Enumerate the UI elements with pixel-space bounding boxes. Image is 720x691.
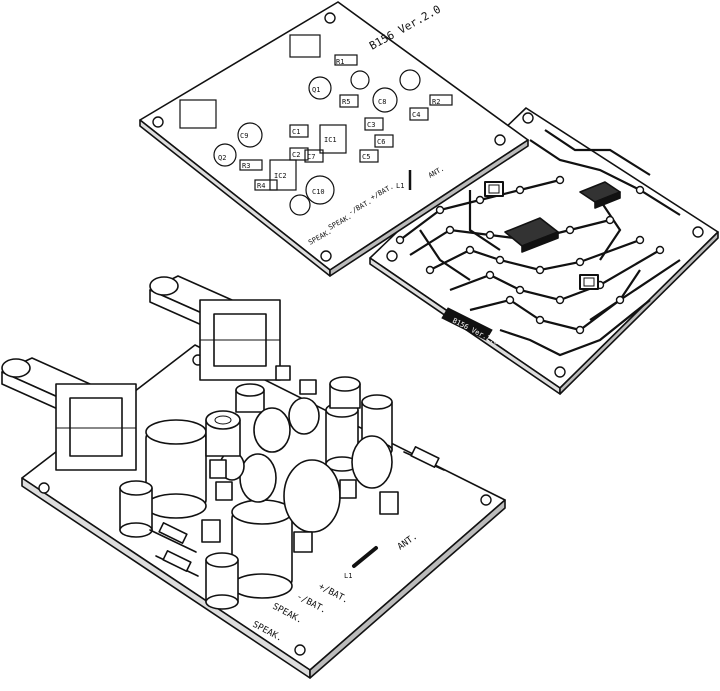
silkscreen-title: B156 Ver.2.0 (367, 3, 443, 53)
capacitor-small-6 (235, 383, 265, 413)
ferrite-coil (205, 410, 241, 457)
resistor-1 (149, 522, 197, 553)
silk-part-labels: R1 R2 R3 R4 R5 C1 C2 C3 C4 C5 C6 C7 C8 C… (218, 58, 440, 196)
silk-label-c1: C1 (292, 128, 300, 136)
potentiometer-front (1, 357, 137, 471)
silk-label-c9: C9 (240, 132, 248, 140)
asm-l1-label: L1 (344, 572, 352, 580)
silk-label-c8: C8 (378, 98, 386, 106)
silk-label-c5: C5 (362, 153, 370, 161)
coil-l1 (352, 546, 378, 568)
capacitor-large-2 (231, 499, 293, 599)
silk-label-c4: C4 (412, 111, 420, 119)
pad-square-2 (579, 274, 599, 290)
silk-label-c7: C7 (307, 153, 315, 161)
smd-ic-left (504, 217, 559, 253)
silk-label-c3: C3 (367, 121, 375, 129)
mounting-holes-silk (152, 12, 506, 262)
silk-label-ic1: IC1 (324, 136, 337, 144)
resistor-3 (403, 446, 445, 471)
silk-label-q2: Q2 (218, 154, 226, 162)
silk-label-c2: C2 (292, 151, 300, 159)
silk-label-c6: C6 (377, 138, 385, 146)
silk-l1-label: L1 (396, 182, 404, 190)
silk-label-ic2: IC2 (274, 172, 287, 180)
resistors (149, 446, 445, 577)
small-parts (201, 365, 399, 553)
capacitor-small-2 (205, 552, 239, 610)
mounting-holes-copper (386, 112, 704, 378)
assembled-board: ANT. L1 +/BAT. -/BAT. SPEAK. SPEAK. (1, 275, 506, 679)
capacitor-small-5 (329, 376, 361, 409)
silk-label-r2: R2 (432, 98, 440, 106)
pad-square-1 (484, 181, 504, 197)
resistor-2 (155, 550, 199, 577)
silk-label-c10: C10 (312, 188, 325, 196)
capacitor-large-1 (145, 419, 207, 519)
silk-label-r4: R4 (257, 182, 265, 190)
capacitor-small-1 (119, 480, 153, 538)
potentiometer-back (149, 275, 281, 381)
silk-label-r5: R5 (342, 98, 350, 106)
smd-ic-right (579, 181, 621, 209)
silk-label-q1: Q1 (312, 86, 320, 94)
silk-label-r1: R1 (336, 58, 344, 66)
disc-capacitors (219, 397, 393, 533)
silk-label-r3: R3 (242, 162, 250, 170)
silk-footprints (179, 34, 453, 216)
